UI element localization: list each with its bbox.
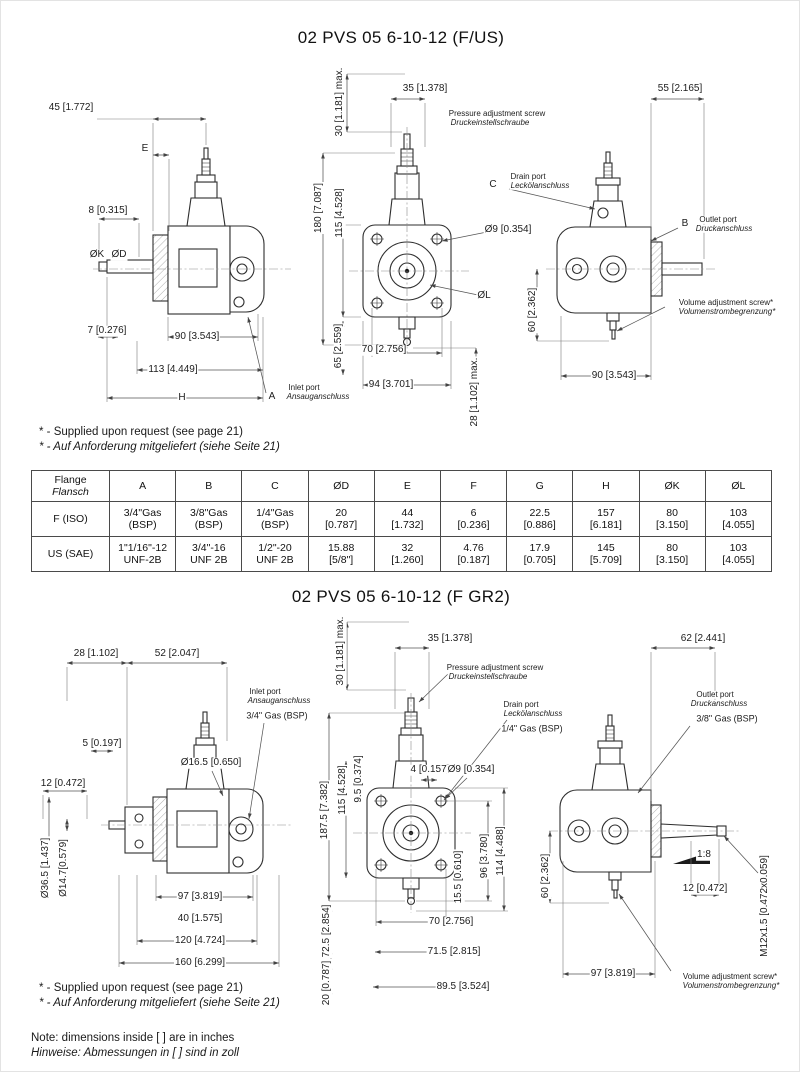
note-supplied-en: * - Supplied upon request (see page 21) [39, 426, 243, 438]
dim-table-header-cell: H [572, 470, 640, 502]
dim-table-header-cell: F [439, 470, 508, 502]
leader-lines-fus [247, 188, 679, 394]
dim-table-header-cell: E [373, 470, 441, 502]
dim-table-cell: 1/4"Gas(BSP) [241, 501, 309, 537]
dim-table-header-cell: A [108, 470, 177, 502]
dim-table-cell: 3/8"Gas(BSP) [175, 501, 243, 537]
leader-lines-fgr2 [211, 673, 759, 972]
footer-note-block: Note: dimensions inside [ ] are in inche… [31, 1031, 239, 1061]
dim-table-cell: 22.5[0.886] [506, 501, 574, 537]
dim-table-cell: 32[1.260] [373, 536, 441, 572]
note-supplied-de-2: * - Auf Anforderung mitgeliefert (siehe … [39, 997, 280, 1009]
dim-table-cell: 103[4.055] [704, 536, 773, 572]
note-supplied-de: * - Auf Anforderung mitgeliefert (siehe … [39, 441, 280, 453]
footer-note-de: Hinweise: Abmessungen in [ ] sind in zol… [31, 1047, 239, 1059]
pump-side-view-fgr2 [101, 711, 291, 874]
pump-front-view-fus [349, 127, 469, 353]
dim-table-cell: 15.88[5/8"] [307, 536, 375, 572]
dim-table-row: F (ISO)3/4"Gas(BSP)3/8"Gas(BSP)1/4"Gas(B… [31, 501, 773, 537]
dim-table-row-label: US (SAE) [31, 536, 110, 572]
dim-table-body: F (ISO)3/4"Gas(BSP)3/8"Gas(BSP)1/4"Gas(B… [31, 501, 773, 572]
dim-table-header-cell: ØD [307, 470, 375, 502]
dim-table-cell: 3/4"Gas(BSP) [108, 501, 177, 537]
drawing-title-fus: 02 PVS 05 6-10-12 (F/US) [297, 28, 505, 47]
extension-lines-fgr2 [42, 621, 720, 978]
note-block-fgr2: * - Supplied upon request (see page 21) … [39, 981, 280, 1011]
dim-table-cell: 44[1.732] [373, 501, 441, 537]
footer-note-en: Note: dimensions inside [ ] are in inche… [31, 1032, 235, 1044]
dim-table-cell: 103[4.055] [704, 501, 773, 537]
pump-side-view-fus [93, 147, 291, 315]
dim-table-header-cell: G [506, 470, 574, 502]
pump-side-view-right-fgr2 [549, 714, 739, 899]
dim-table-cell: 4.76[0.187] [439, 536, 508, 572]
dim-table-row-label: F (ISO) [31, 501, 110, 537]
note-supplied-en-2: * - Supplied upon request (see page 21) [39, 982, 243, 994]
dim-table-header-cell: B [175, 470, 243, 502]
dim-table-cell: 20[0.787] [307, 501, 375, 537]
dim-table-cell: 145[5.709] [572, 536, 640, 572]
note-block-fus: * - Supplied upon request (see page 21) … [39, 425, 280, 455]
dim-table-cell: 157[6.181] [572, 501, 640, 537]
dim-table-header-cell: ØK [638, 470, 706, 502]
dim-table-cell: 80[3.150] [638, 536, 706, 572]
pump-side-view-right-fus [546, 151, 716, 340]
drawing-title-fgr2: 02 PVS 05 6-10-12 (F GR2) [291, 587, 511, 606]
dim-table-cell: 80[3.150] [638, 501, 706, 537]
dim-table-cell: 17.9[0.705] [506, 536, 574, 572]
dim-table-header-cell: C [241, 470, 309, 502]
dim-table-header-cell: ØL [704, 470, 773, 502]
dim-table-cell: 6[0.236] [439, 501, 508, 537]
pump-front-view-fgr2 [353, 693, 471, 913]
